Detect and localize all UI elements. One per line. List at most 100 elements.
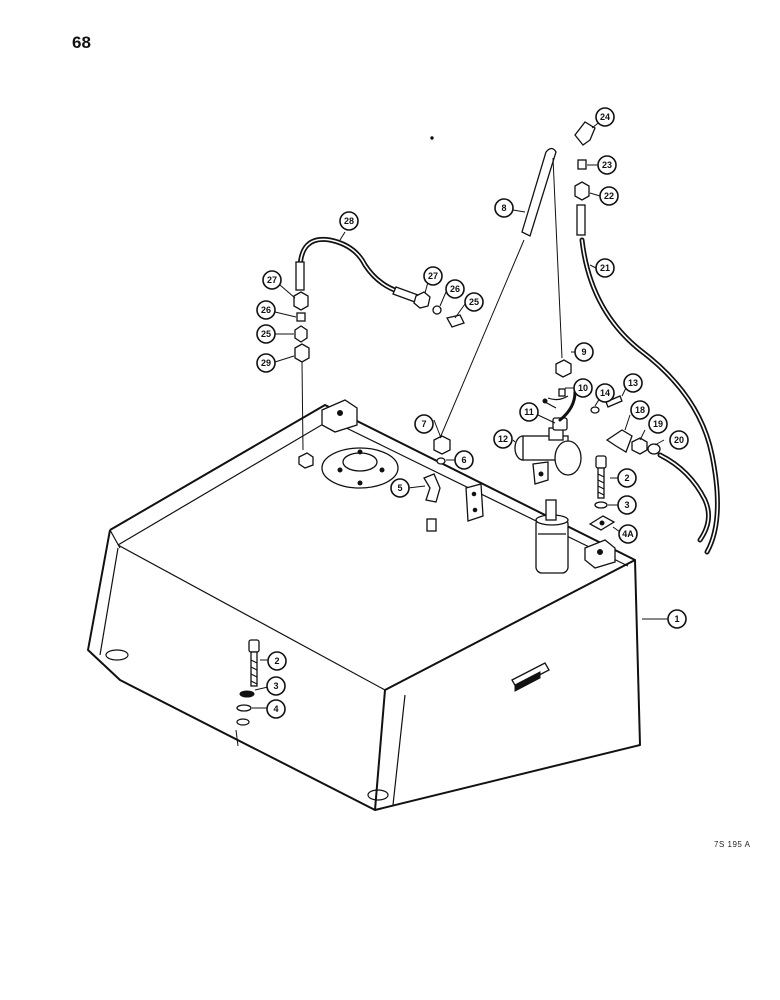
tank-end-inner-edge [392,694,406,806]
nipple-10 [558,388,566,397]
nut-20 [647,443,661,455]
callout-6: 6 [454,450,474,470]
tank-right-end-panel [374,559,641,811]
svg-text:27: 27 [428,271,438,281]
plate-4a [588,515,616,531]
callout-3-left: 3 [266,676,286,696]
callout-4: 4 [266,699,286,719]
fitting-11 [547,390,577,431]
svg-text:12: 12 [498,434,508,444]
svg-text:6: 6 [461,455,466,465]
stray-dot [430,136,434,140]
screw-13 [605,395,623,408]
svg-text:5: 5 [397,483,402,493]
callout-23: 23 [597,155,617,175]
callout-25-right: 25 [464,292,484,312]
svg-text:22: 22 [604,191,614,201]
callout-7: 7 [414,414,434,434]
assembly-line-29 [301,361,304,451]
callout-2-left: 2 [267,651,287,671]
page-number: 68 [72,33,91,52]
mount-block-rear [321,399,358,433]
tank-front-fold [117,544,386,691]
callout-27-left: 27 [262,270,282,290]
svg-text:2: 2 [274,656,279,666]
tank-inner-left-edge [99,547,119,656]
leader-lines [252,119,668,709]
callout-26-left: 26 [256,300,276,320]
svg-text:21: 21 [600,263,610,273]
bolt-right [595,455,607,499]
callout-14: 14 [595,383,615,403]
svg-text:2: 2 [624,473,629,483]
callout-27-right: 27 [423,266,443,286]
bolt-left [235,639,260,747]
svg-text:3: 3 [273,681,278,691]
elbow-24 [574,121,596,146]
svg-text:25: 25 [469,297,479,307]
svg-text:18: 18 [635,405,645,415]
connector-25-left [294,325,308,343]
sleeve-26-right [432,305,442,315]
sleeve-26-left [296,312,306,322]
svg-text:10: 10 [578,383,588,393]
callout-4a: 4A [618,524,638,544]
callout-21: 21 [595,258,615,278]
svg-text:25: 25 [261,329,271,339]
callout-12: 12 [493,429,513,449]
callout-1: 1 [667,609,687,629]
svg-text:26: 26 [261,305,271,315]
tank-handle [511,662,550,692]
connector-25-right [446,314,465,328]
callout-24: 24 [595,107,615,127]
callout-9: 9 [574,342,594,362]
svg-text:26: 26 [450,284,460,294]
svg-text:4A: 4A [622,529,634,539]
callout-18: 18 [630,400,650,420]
svg-text:19: 19 [653,419,663,429]
nut-9 [555,359,572,378]
sleeve-23 [577,159,587,170]
callout-29: 29 [256,353,276,373]
mounting-hole-right [367,789,389,801]
callout-19: 19 [648,414,668,434]
elbow-18 [605,429,633,453]
svg-text:14: 14 [600,388,610,398]
callout-8: 8 [494,198,514,218]
filter-bracket [465,483,484,522]
mounting-hole-front [236,718,250,726]
svg-text:29: 29 [261,358,271,368]
nut-7 [433,435,451,455]
callout-5: 5 [390,478,410,498]
svg-text:20: 20 [674,435,684,445]
callout-13: 13 [623,373,643,393]
nipple-6 [436,457,446,465]
svg-text:23: 23 [602,160,612,170]
callout-20: 20 [669,430,689,450]
washer-14 [590,406,600,414]
nut-29 [294,343,310,363]
mount-block-front [584,539,616,569]
callout-3-right: 3 [617,495,637,515]
callout-10: 10 [573,378,593,398]
svg-text:9: 9 [581,347,586,357]
callout-28: 28 [339,211,359,231]
nut-27-left [293,291,309,311]
hose-28 [295,236,419,303]
svg-text:3: 3 [624,500,629,510]
callout-11: 11 [519,402,539,422]
svg-text:11: 11 [524,407,534,417]
tank-edge-detail [109,529,121,549]
elbow-5 [423,473,441,532]
wire-lead [542,398,557,409]
nut-22 [574,181,590,201]
svg-text:28: 28 [344,216,354,226]
filler-flange [321,447,399,489]
fuel-pump [514,427,582,485]
callout-2-right: 2 [617,468,637,488]
figure-code: 7S 195 A [714,840,751,849]
svg-text:1: 1 [674,614,679,624]
top-fitting-left [298,452,314,469]
callout-25-left: 25 [256,324,276,344]
